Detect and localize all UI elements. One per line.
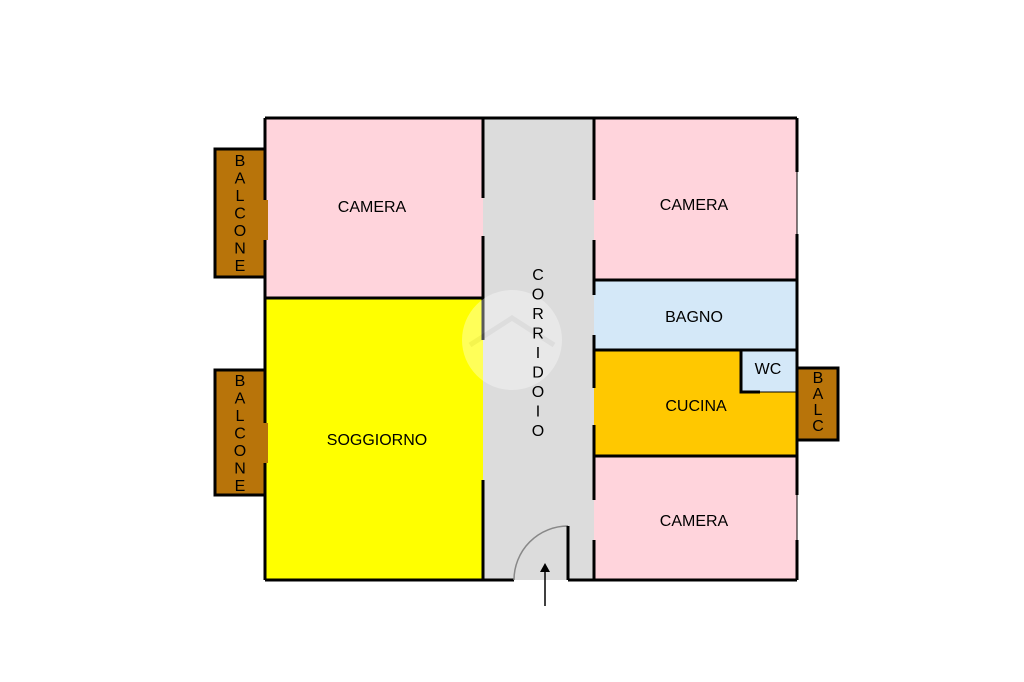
label-cucina: CUCINA — [665, 398, 727, 415]
room-bagno[interactable] — [594, 280, 797, 350]
label-camera-bottom-right: CAMERA — [660, 513, 729, 530]
label-camera-top-right: CAMERA — [660, 197, 729, 214]
balcone-right[interactable] — [795, 366, 840, 442]
label-wc: WC — [755, 361, 782, 378]
entrance-door-swing — [513, 525, 569, 581]
room-camera-top-left[interactable] — [265, 118, 483, 298]
room-soggiorno[interactable] — [265, 298, 483, 580]
label-soggiorno: SOGGIORNO — [327, 432, 427, 449]
room-camera-top-right[interactable] — [594, 118, 797, 280]
balcone-door-top-left — [262, 200, 268, 240]
house-watermark-icon — [462, 290, 562, 390]
balcone-top-left[interactable] — [213, 147, 267, 279]
wall-wc-left — [739, 350, 760, 394]
balcone-bottom-left[interactable] — [213, 368, 267, 497]
label-camera-top-left: CAMERA — [338, 199, 407, 216]
balcone-door-bottom-left — [262, 423, 268, 463]
label-bagno: BAGNO — [665, 309, 723, 326]
arrow-up-icon — [540, 563, 550, 606]
room-corridoio[interactable] — [483, 118, 594, 580]
room-wc[interactable] — [741, 350, 797, 392]
room-camera-bottom-right[interactable] — [594, 456, 797, 580]
